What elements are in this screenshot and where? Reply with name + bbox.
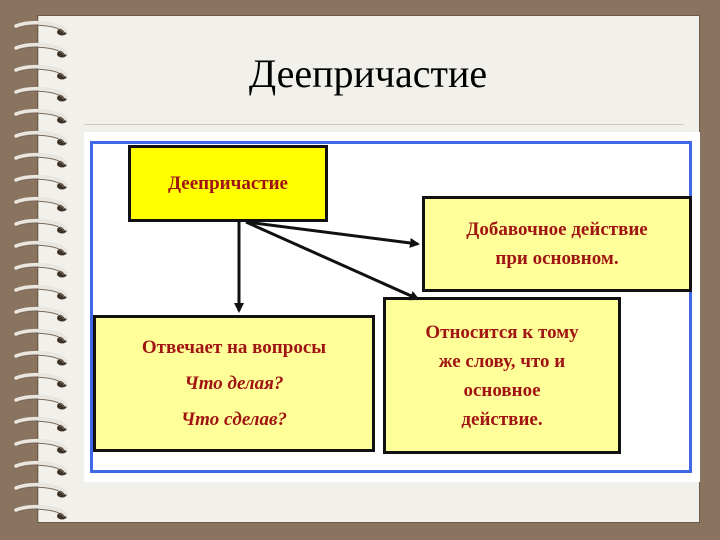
binding-ring-shadow (17, 376, 65, 386)
binding-ring-shadow (17, 68, 65, 78)
binding-ring (14, 482, 68, 495)
relates-line-2: же слову, что и (438, 350, 566, 372)
binding-ring-shadow (17, 288, 65, 298)
binding-ring-shadow (17, 24, 65, 34)
relates-line-4: действие. (461, 408, 543, 430)
binding-ring-shadow (17, 354, 65, 364)
additional-action-line-1: Добавочное действие (466, 219, 648, 240)
question-1: Что делая? (184, 372, 284, 394)
binding-ring (14, 20, 68, 33)
binding-ring-shadow (17, 332, 65, 342)
diagram-frame (90, 141, 692, 473)
box-gerund-label: Деепричастие (168, 172, 288, 194)
title-divider (84, 124, 684, 125)
binding-ring-shadow (17, 486, 65, 496)
binding-ring (14, 438, 68, 451)
binding-ring-shadow (17, 266, 65, 276)
binding-ring (14, 284, 68, 297)
box-answers-questions: Отвечает на вопросы Что делая? Что сдела… (93, 315, 375, 452)
binding-ring (14, 130, 68, 143)
binding-ring (14, 240, 68, 253)
binding-ring (14, 42, 68, 55)
question-2: Что сделав? (180, 408, 288, 430)
binding-ring (14, 174, 68, 187)
binding-ring-shadow (17, 46, 65, 56)
slide-title: Деепричастие (248, 51, 488, 96)
binding-ring (14, 108, 68, 121)
binding-ring (14, 372, 68, 385)
box-additional-action: Добавочное действие при основном. (422, 196, 692, 292)
binding-ring-shadow (17, 200, 65, 210)
binding-ring-shadow (17, 310, 65, 320)
binding-ring (14, 218, 68, 231)
binding-ring (14, 196, 68, 209)
binding-ring (14, 64, 68, 77)
answers-heading: Отвечает на вопросы (141, 336, 327, 358)
box-gerund: Деепричастие (128, 145, 328, 222)
binding-ring (14, 416, 68, 429)
binding-ring (14, 460, 68, 473)
binding-ring-shadow (17, 178, 65, 188)
binding-ring-shadow (17, 112, 65, 122)
binding-ring-shadow (17, 222, 65, 232)
binding-ring (14, 262, 68, 275)
binding-ring-shadow (17, 508, 65, 518)
binding-ring (14, 328, 68, 341)
binding-ring-shadow (17, 442, 65, 452)
binding-ring-shadow (17, 244, 65, 254)
binding-ring-shadow (17, 464, 65, 474)
binding-ring-shadow (17, 398, 65, 408)
binding-ring (14, 350, 68, 363)
binding-ring (14, 86, 68, 99)
binding-ring (14, 152, 68, 165)
binding-ring (14, 394, 68, 407)
spiral-binding (14, 20, 68, 520)
binding-ring-shadow (17, 156, 65, 166)
box-relates-to: Относится к тому же слову, что и основно… (383, 297, 621, 454)
binding-ring-shadow (17, 420, 65, 430)
relates-line-1: Относится к тому (425, 321, 579, 343)
binding-ring-shadow (17, 134, 65, 144)
relates-line-3: основное (463, 379, 541, 401)
binding-ring (14, 504, 68, 517)
binding-ring (14, 306, 68, 319)
additional-action-line-2: при основном. (495, 248, 619, 269)
binding-ring-shadow (17, 90, 65, 100)
